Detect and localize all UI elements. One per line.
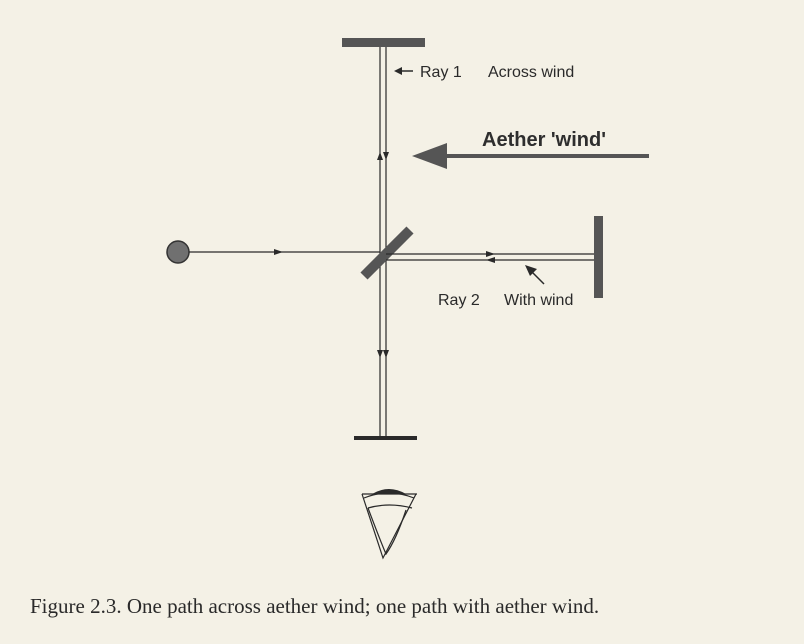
ray1-arrow-up [377, 152, 383, 160]
ray1-arrow-down [383, 152, 389, 160]
top-mirror [342, 38, 425, 47]
ray1-arrow-down-lower [377, 350, 383, 358]
ray2-description: With wind [504, 292, 573, 309]
right-mirror [594, 216, 603, 298]
light-source [166, 240, 190, 264]
ray2-arrow-out [486, 251, 495, 257]
ray2-pointer-arrowhead [525, 265, 537, 276]
aether-wind-label: Aether 'wind' [482, 129, 606, 151]
ray1-pointer-arrowhead [394, 67, 402, 75]
beam-splitter [360, 226, 414, 280]
incoming-ray-arrow [274, 249, 283, 255]
ray1-label: Ray 1 [420, 64, 462, 81]
ray1-description: Across wind [488, 64, 574, 81]
eye-icon [361, 489, 417, 560]
aether-wind-arrowhead [412, 143, 447, 169]
figure-caption: Figure 2.3. One path across aether wind;… [30, 594, 600, 618]
ray1-arrow-down-lower-2 [383, 350, 389, 358]
ray2-label: Ray 2 [438, 292, 480, 309]
ray2-arrow-back [486, 257, 495, 263]
